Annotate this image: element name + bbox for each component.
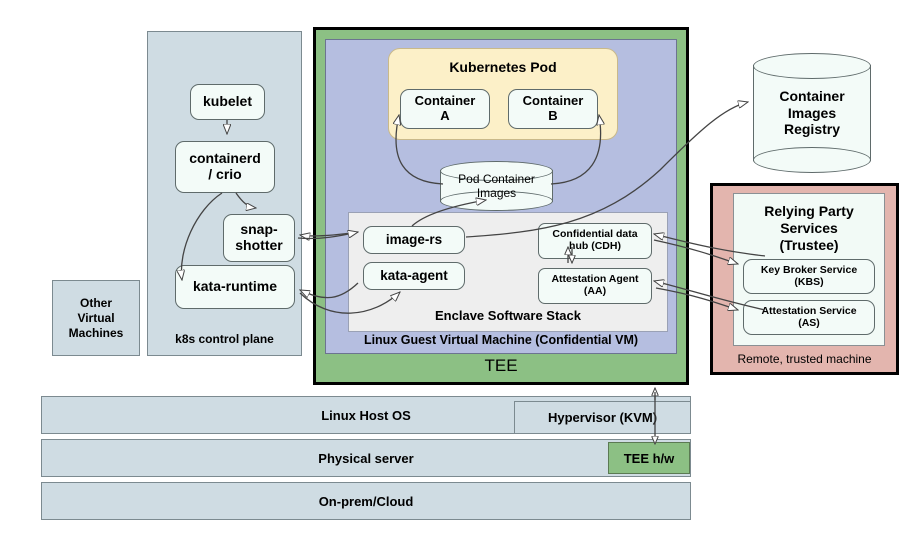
container-b-node[interactable]: Container B [508,89,598,129]
physical-server-label: Physical server [318,450,414,466]
snapshotter-label-line2: shotter [235,237,283,253]
snapshotter-node[interactable]: snap- shotter [223,214,295,262]
linux-guest-vm-label: Linux Guest Virtual Machine (Confidentia… [363,333,639,347]
registry-cylinder-bottom [753,147,871,173]
registry-label-line2: Images [787,104,837,121]
relying-party-title-line3: (Trustee) [779,236,839,253]
snapshotter-label-line1: snap- [240,221,278,238]
kubernetes-pod-title: Kubernetes Pod [449,59,557,75]
aa-label-line1: Attestation Agent [551,273,639,286]
confidential-data-hub-node[interactable]: Confidential data hub (CDH) [538,223,652,259]
k8s-control-plane-caption: k8s control plane [175,332,274,346]
cdh-label-line2: hub (CDH) [569,240,621,252]
registry-label-line3: Registry [783,121,841,138]
container-a-label-line2: A [440,108,450,123]
registry-cylinder-top [753,53,871,79]
registry-cylinder-body [753,65,871,161]
container-b-label-line2: B [548,108,558,123]
pod-container-images-line2: Images [476,186,517,200]
tee-hw-label: TEE h/w [623,450,675,466]
enclave-software-stack-label: Enclave Software Stack [435,308,581,323]
key-broker-service-node[interactable]: Key Broker Service (KBS) [743,259,875,294]
kata-agent-label: kata-agent [380,268,448,284]
tee-hardware-box: TEE h/w [608,442,690,474]
container-b-label-line1: Container [522,93,584,109]
as-label-line1: Attestation Service [761,304,857,317]
image-rs-label: image-rs [385,232,443,248]
image-rs-node[interactable]: image-rs [363,226,465,254]
other-vms-label-line1: Other [79,295,112,310]
relying-party-title-line2: Services [780,219,838,236]
aa-label-line2: (AA) [583,285,607,297]
container-images-registry-cylinder[interactable]: Container Images Registry [753,53,871,173]
onprem-cloud-label: On-prem/Cloud [318,493,414,509]
registry-label-line1: Container [779,88,845,105]
kbs-label-line1: Key Broker Service [760,263,858,276]
other-virtual-machines-box: Other Virtual Machines [52,280,140,356]
hypervisor-kvm-box: Hypervisor (KVM) [514,401,691,434]
container-a-label-line1: Container [414,93,476,109]
pod-container-images-cylinder[interactable]: Pod Container Images [440,161,553,211]
containerd-crio-node[interactable]: containerd / crio [175,141,275,193]
containerd-label-line2: / crio [208,166,242,182]
container-a-node[interactable]: Container A [400,89,490,129]
hypervisor-label: Hypervisor (KVM) [547,410,658,425]
as-label-line2: (AS) [798,316,820,329]
kbs-label-line2: (KBS) [794,275,824,288]
onprem-cloud-layer: On-prem/Cloud [41,482,691,520]
kubelet-node[interactable]: kubelet [190,84,265,120]
attestation-agent-node[interactable]: Attestation Agent (AA) [538,268,652,304]
tee-label: TEE [484,356,518,375]
relying-party-title-line1: Relying Party [764,203,854,219]
kata-runtime-node[interactable]: kata-runtime [175,265,295,309]
kata-agent-node[interactable]: kata-agent [363,262,465,290]
kubelet-label: kubelet [202,93,252,110]
attestation-service-node[interactable]: Attestation Service (AS) [743,300,875,335]
other-vms-label-line3: Machines [68,325,124,340]
kata-runtime-label: kata-runtime [192,278,278,295]
linux-host-os-label: Linux Host OS [321,407,411,423]
physical-server-layer: Physical server [41,439,691,477]
other-vms-label-line2: Virtual [77,310,115,325]
pod-container-images-line1: Pod Container [458,171,535,186]
containerd-label-line1: containerd [189,150,261,167]
remote-trusted-machine-caption: Remote, trusted machine [737,352,872,366]
